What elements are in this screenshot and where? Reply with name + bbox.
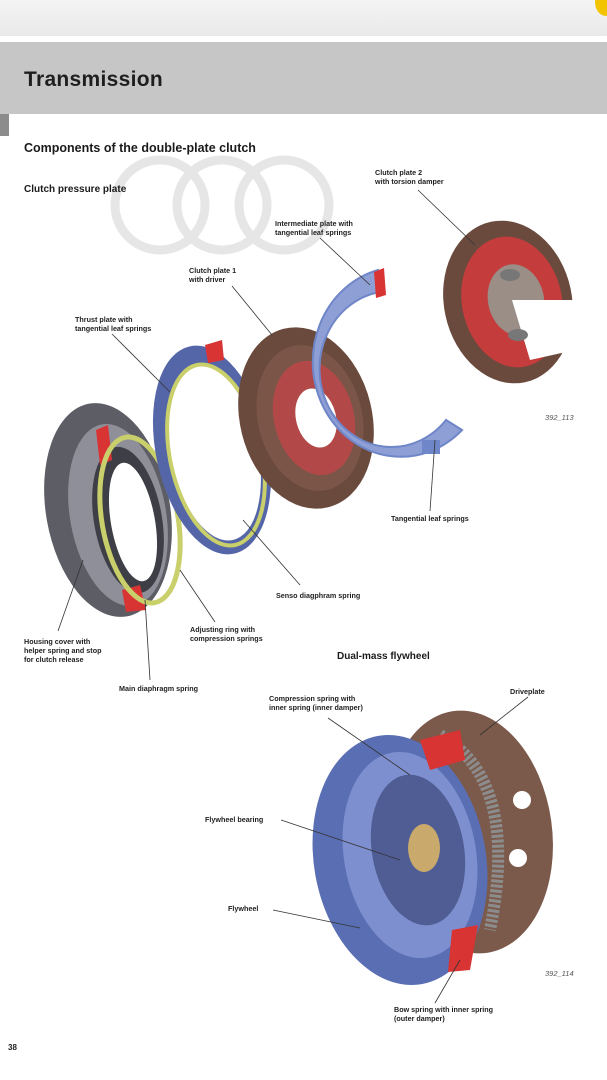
side-marker (0, 114, 9, 136)
watermark-rings (110, 155, 334, 255)
label-bow-spring: Bow spring with inner spring (outer damp… (394, 1005, 494, 1023)
label-driveplate: Driveplate (510, 687, 545, 696)
dual-mass-flywheel (312, 710, 553, 985)
label-flywheel-bearing: Flywheel bearing (205, 815, 264, 824)
header-band (0, 42, 607, 114)
label-compression-spring: Compression spring with inner spring (in… (269, 694, 363, 712)
clutch-plate-2 (443, 220, 578, 384)
label-intermediate-plate: Intermediate plate with tangential leaf … (275, 219, 353, 237)
label-thrust-plate: Thrust plate with tangential leaf spring… (75, 315, 152, 333)
section-title: Components of the double-plate clutch (24, 141, 256, 155)
intermediate-plate (311, 268, 464, 458)
figure-ref-2: 392_114 (545, 969, 574, 978)
label-flywheel: Flywheel (228, 904, 259, 913)
label-housing-cover: Housing cover with helper spring and sto… (24, 637, 102, 664)
label-main-diaphragm: Main diaphragm spring (119, 684, 199, 693)
figure-ref-1: 392_113 (545, 413, 574, 422)
page-number: 38 (8, 1043, 17, 1052)
leader-lines (57, 189, 529, 1004)
subtitle-dual-mass-flywheel: Dual-mass flywheel (337, 651, 430, 662)
subtitle-clutch-pressure-plate: Clutch pressure plate (24, 184, 127, 195)
label-clutch-plate-1: Clutch plate 1 with driver (189, 266, 237, 284)
label-tangential-leaf-springs: Tangential leaf springs (391, 514, 469, 523)
top-bar (0, 0, 607, 36)
clutch-plate-1 (238, 327, 374, 509)
corner-badge (595, 0, 607, 16)
label-adjusting-ring: Adjusting ring with compression springs (190, 625, 263, 643)
page-title: Transmission (24, 68, 163, 91)
label-clutch-plate-2: Clutch plate 2 with torsion damper (375, 168, 444, 186)
label-senso-spring: Senso diagphram spring (276, 591, 361, 600)
